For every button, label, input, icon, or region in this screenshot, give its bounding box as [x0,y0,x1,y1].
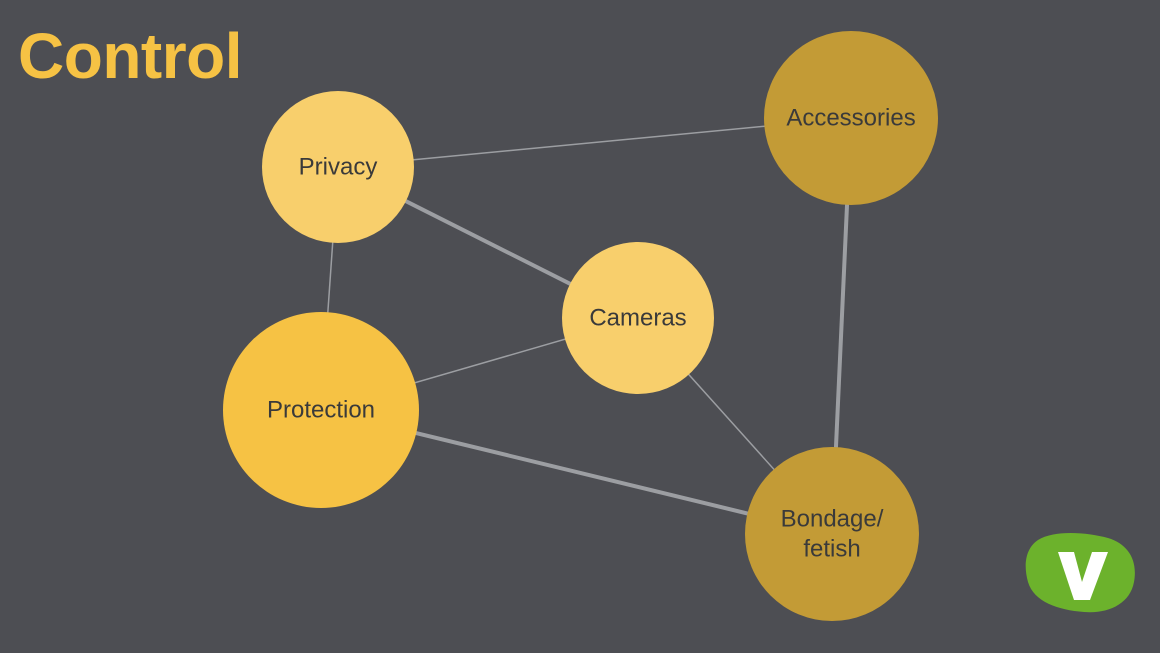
node-protection: Protection [223,312,419,508]
node-label-privacy: Privacy [299,154,378,181]
node-label-protection: Protection [267,397,375,424]
node-cameras: Cameras [562,242,714,394]
node-circle-bondage [745,447,919,621]
node-circle-accessories [764,31,938,205]
slide-title: Control [18,20,243,92]
node-label-bondage: fetish [803,536,860,563]
node-circle-cameras [562,242,714,394]
node-accessories: Accessories [764,31,938,205]
node-privacy: Privacy [262,91,414,243]
v-letter-shape [1058,552,1108,600]
node-label-accessories: Accessories [786,105,915,132]
nodes-layer: Privacy AccessoriesCamerasProtectionBonda… [223,31,938,621]
v-logo [1024,530,1140,616]
v-logo-icon [1025,533,1135,613]
node-bondage: Bondage/fetish [745,447,919,621]
node-circle-privacy [262,91,414,243]
node-label-cameras: Cameras [589,305,686,332]
node-circle-protection [223,312,419,508]
node-label-bondage: Bondage/ [781,506,884,533]
